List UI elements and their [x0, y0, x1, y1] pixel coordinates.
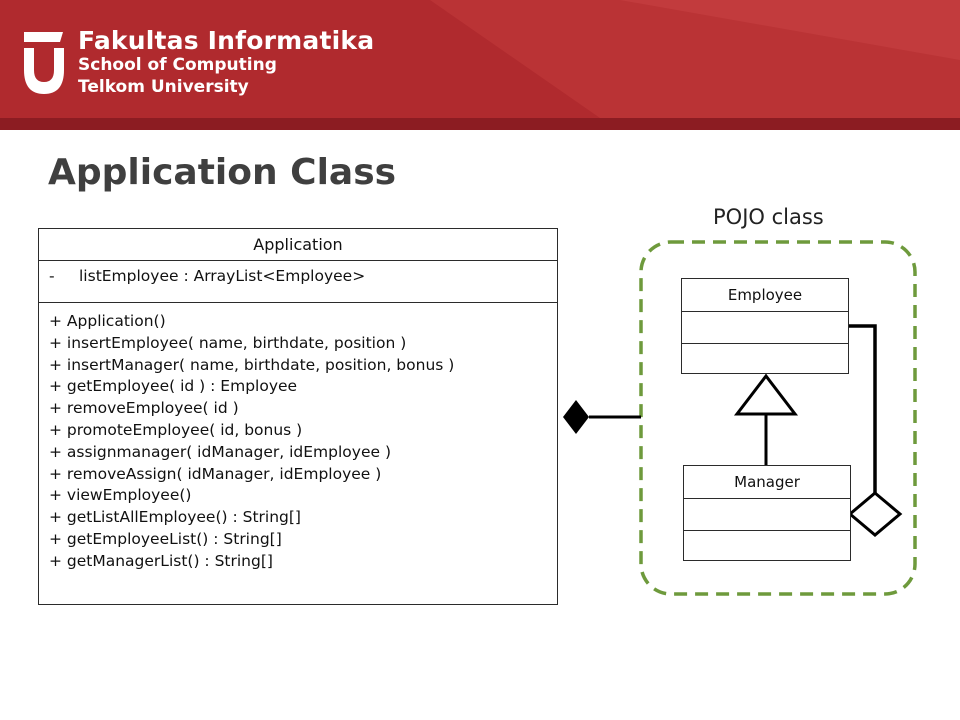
- generalization-triangle: [733, 373, 799, 416]
- faculty-name: Fakultas Informatika: [78, 26, 375, 55]
- school-name: School of Computing: [78, 55, 277, 75]
- operation-item: + insertEmployee( name, birthdate, posit…: [49, 333, 407, 352]
- attribute-text: listEmployee : ArrayList<Employee>: [79, 267, 366, 285]
- page-title: Application Class: [48, 152, 397, 193]
- employee-class-name: Employee: [727, 286, 803, 304]
- operation-item: + Application(): [49, 312, 166, 330]
- application-attributes: - listEmployee : ArrayList<Employee>: [39, 261, 557, 303]
- header-banner: Fakultas Informatika School of Computing…: [0, 0, 960, 130]
- header-background: [0, 0, 960, 130]
- attribute-visibility: -: [49, 267, 55, 285]
- operation-item: + viewEmployee(): [49, 486, 192, 505]
- employee-attributes-compartment: [682, 311, 848, 343]
- aggregation-diamond: [847, 491, 903, 537]
- operation-item: + insertManager( name, birthdate, positi…: [49, 355, 455, 374]
- manager-attributes-compartment: [684, 498, 850, 530]
- manager-class-name: Manager: [734, 473, 800, 491]
- application-class-name: Application: [39, 229, 557, 261]
- pojo-boundary: [639, 240, 917, 596]
- employee-operations-compartment: [682, 343, 848, 375]
- application-operations: + Application() + insertEmployee( name, …: [39, 303, 557, 573]
- application-class-box: Application - listEmployee : ArrayList<Em…: [38, 228, 558, 605]
- manager-class-box: Manager: [683, 465, 851, 561]
- operation-item: + promoteEmployee( id, bonus ): [49, 420, 303, 439]
- employee-class-box: Employee: [681, 278, 849, 374]
- composition-diamond: [563, 400, 589, 434]
- operation-item: + getEmployeeList() : String[]: [49, 529, 282, 548]
- operation-item: + removeEmployee( id ): [49, 399, 239, 418]
- operation-item: + getManagerList() : String[]: [49, 551, 273, 570]
- aggregation-line: [849, 324, 877, 493]
- operation-item: + assignmanager( idManager, idEmployee ): [49, 442, 391, 461]
- operation-item: + removeAssign( idManager, idEmployee ): [49, 464, 382, 483]
- telkom-logo-icon: [24, 32, 64, 94]
- pojo-class-label: POJO class: [713, 205, 824, 229]
- university-name: Telkom University: [78, 77, 249, 97]
- operation-item: + getEmployee( id ) : Employee: [49, 377, 298, 396]
- operation-item: + getListAllEmployee() : String[]: [49, 508, 301, 527]
- manager-operations-compartment: [684, 530, 850, 562]
